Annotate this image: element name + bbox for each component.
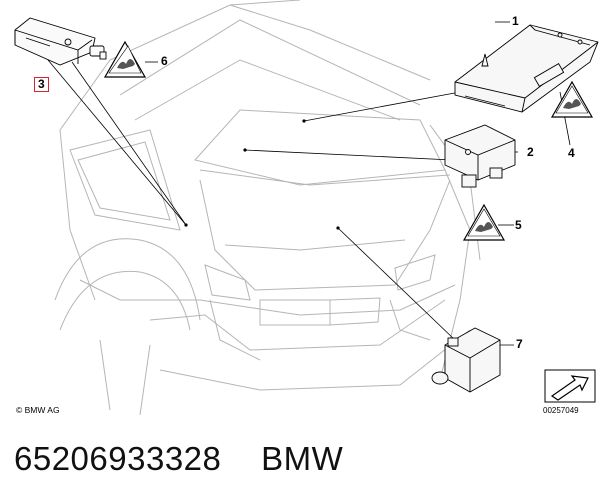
warning-triangle-6-icon bbox=[103, 40, 147, 78]
brand-name: BMW bbox=[261, 440, 344, 477]
leader-lines bbox=[47, 21, 571, 346]
part-1-control-unit bbox=[454, 24, 599, 113]
part-number: 65206933328 bbox=[14, 440, 222, 477]
callout-1: 1 bbox=[512, 14, 519, 28]
warning-triangle-5-icon bbox=[462, 203, 506, 241]
vehicle-rear-outline-drawing bbox=[14, 0, 599, 416]
callout-7: 7 bbox=[516, 337, 523, 351]
drawing-number: 00257049 bbox=[543, 406, 579, 415]
callout-5: 5 bbox=[515, 218, 522, 232]
callout-6: 6 bbox=[161, 54, 168, 68]
warning-triangle-4-icon bbox=[550, 80, 594, 118]
part-2-module bbox=[444, 124, 516, 188]
corner-arrow-icon bbox=[544, 369, 596, 403]
copyright-notice: © BMW AG bbox=[16, 405, 60, 415]
callout-2: 2 bbox=[527, 145, 534, 159]
callout-4: 4 bbox=[568, 146, 575, 160]
part-3-antenna-amplifier bbox=[14, 17, 107, 66]
part-caption: 65206933328 BMW bbox=[14, 440, 343, 478]
car-body-outline bbox=[54, 0, 481, 416]
part-7-sensor bbox=[431, 327, 501, 393]
callout-3-highlighted: 3 bbox=[34, 77, 49, 92]
leader-endpoints bbox=[184, 119, 340, 230]
